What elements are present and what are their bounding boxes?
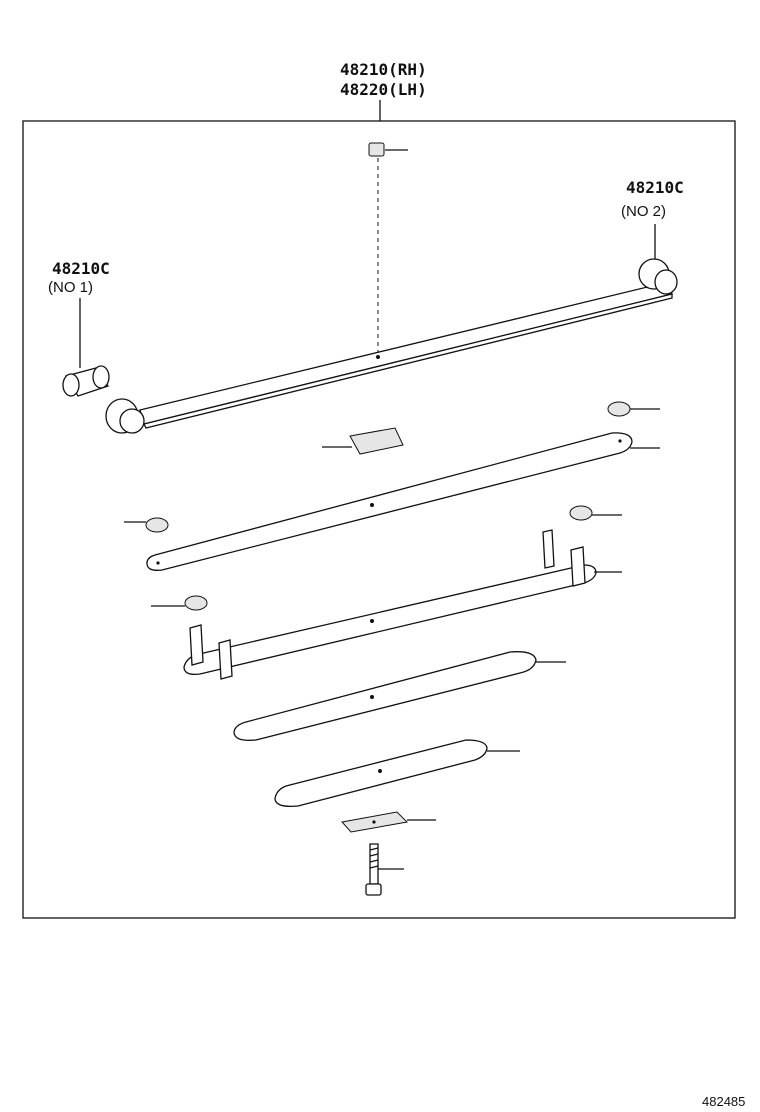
leaf-no4	[233, 651, 566, 741]
bushing-no2-part-label: 48210C	[626, 178, 684, 197]
spacer-plate-lower	[341, 811, 436, 833]
bushing-no1-part-label: 48210C	[52, 259, 110, 278]
leaf-no2	[146, 432, 660, 571]
center-bolt	[365, 843, 404, 896]
leaf-no5	[274, 739, 520, 807]
center-nut	[368, 142, 408, 157]
assembly-part-rh-label: 48210(RH)	[340, 60, 427, 79]
main-leaf	[105, 258, 678, 434]
bushing-no1	[62, 365, 110, 397]
silencer-pad-4	[151, 595, 208, 611]
bushing-no2-note-label: (NO 2)	[621, 203, 666, 220]
silencer-pad-2	[124, 517, 169, 533]
spacer-plate-upper	[322, 427, 404, 455]
silencer-pad-1	[607, 401, 660, 417]
silencer-pad-3	[569, 505, 622, 521]
assembly-part-lh-label: 48220(LH)	[340, 80, 427, 99]
bushing-no1-note-label: (NO 1)	[48, 279, 93, 296]
diagram-frame	[22, 120, 736, 919]
figure-id: 482485	[702, 1094, 745, 1109]
leaf-no3	[183, 529, 622, 680]
